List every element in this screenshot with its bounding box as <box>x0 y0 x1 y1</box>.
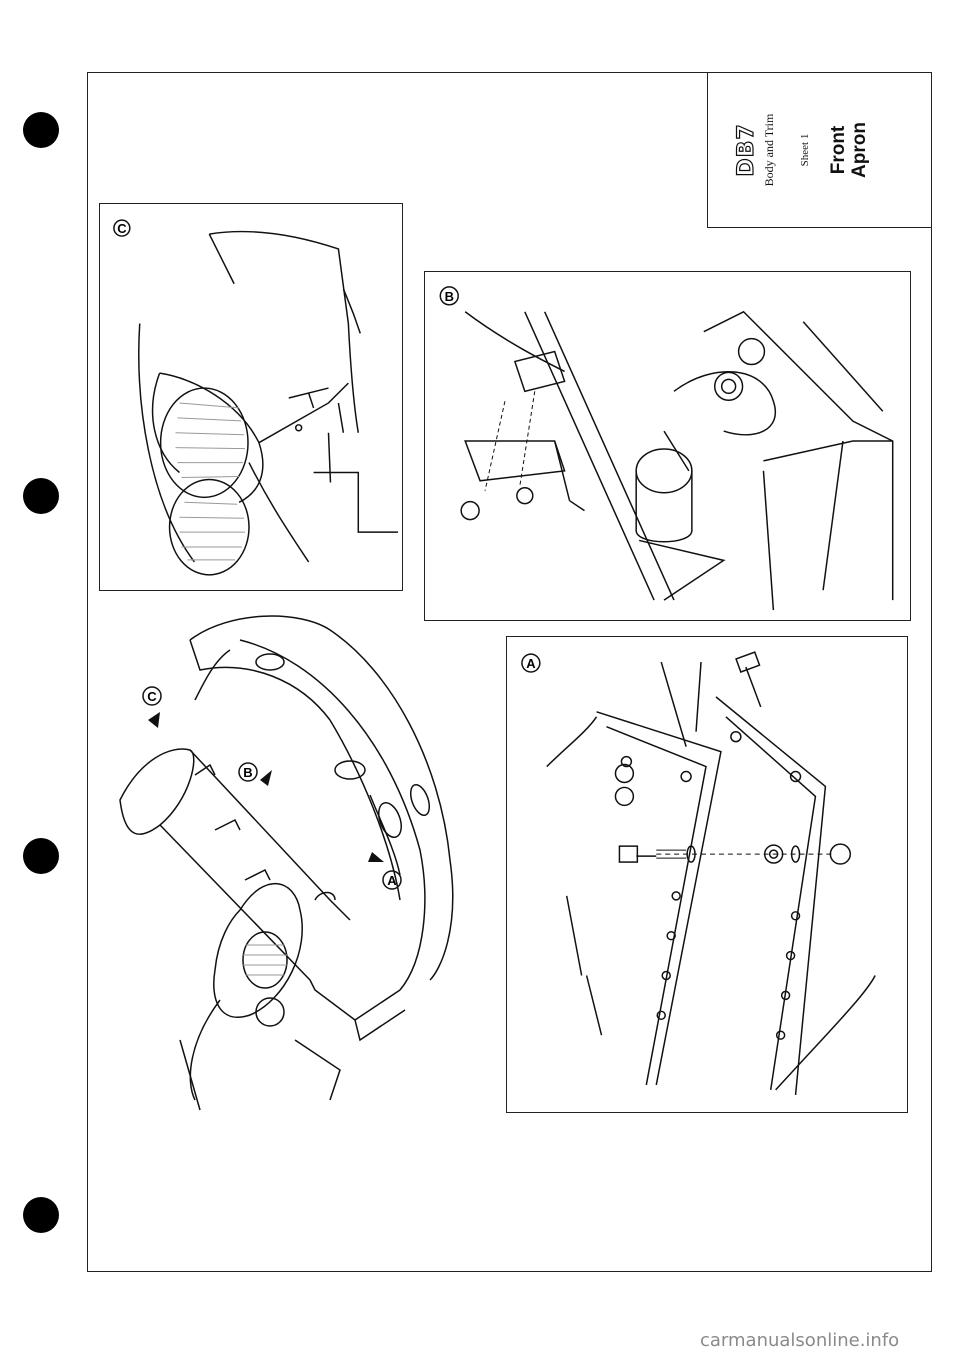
detail-a-panel: A <box>506 636 908 1113</box>
detail-a-label: A <box>526 656 535 671</box>
detail-c-drawing: C <box>113 219 399 576</box>
sheet-number: Sheet 1 <box>799 133 811 166</box>
punch-hole <box>23 838 59 874</box>
sheet-frame <box>87 72 932 1272</box>
overview-callout-a: A <box>387 873 397 888</box>
title-line-1: Front <box>828 125 849 174</box>
detail-c-label: C <box>117 221 126 236</box>
punch-hole <box>23 112 59 148</box>
title-line-2: Apron <box>848 121 870 178</box>
detail-c-panel: C <box>99 203 403 591</box>
punch-hole <box>23 478 59 514</box>
detail-b-drawing: B <box>439 286 894 611</box>
watermark-text: carmanualsonline.info <box>700 1330 900 1351</box>
overview-callout-b: B <box>243 765 252 780</box>
detail-a-drawing: A <box>521 651 876 1095</box>
section-name: Body and Trim <box>762 113 776 186</box>
detail-b-panel: B <box>424 271 911 621</box>
title-block: DB7 Body and Trim Sheet 1 Front Apron <box>707 72 932 228</box>
model-logo: DB7 <box>733 122 759 177</box>
overview-callout-c: C <box>147 689 157 704</box>
page-title: Front Apron <box>828 121 871 178</box>
detail-b-label: B <box>445 289 454 304</box>
overview-drawing: C B A <box>100 600 500 1140</box>
punch-hole <box>23 1197 59 1233</box>
